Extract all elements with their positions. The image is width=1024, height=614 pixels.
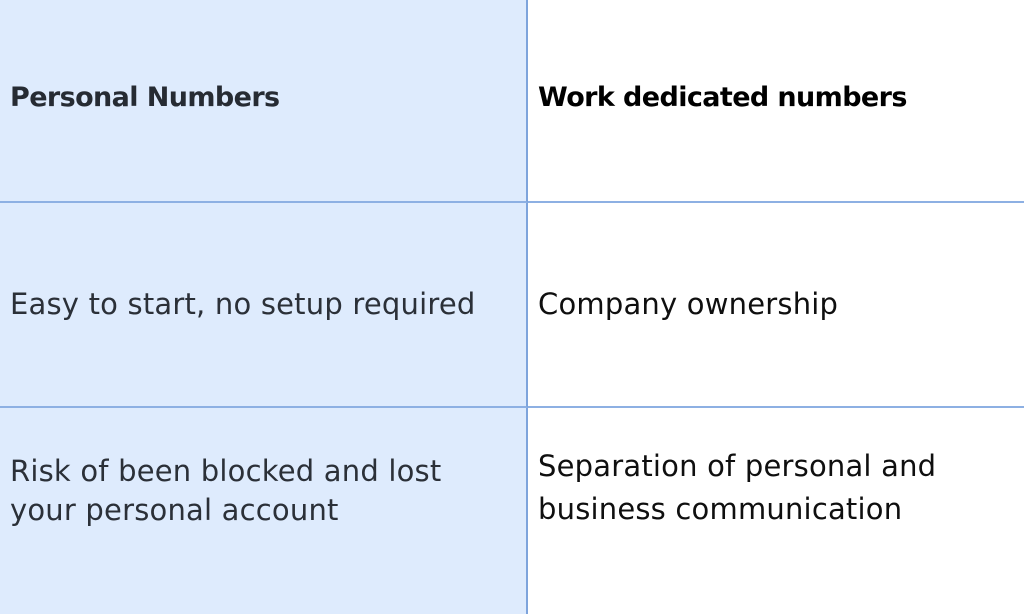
table-row-1-work: Company ownership	[528, 203, 1024, 408]
header-cell-work: Work dedicated numbers	[528, 0, 1024, 203]
table-row-2-work: Separation of personal and business comm…	[528, 408, 1024, 614]
table-row-2-personal: Risk of been blocked and lost your perso…	[0, 408, 528, 614]
cell-text: Separation of personal and business comm…	[538, 449, 937, 526]
cell-text: Easy to start, no setup required	[10, 287, 476, 321]
column-header-work-numbers: Work dedicated numbers	[538, 82, 907, 113]
table-row-1-personal: Easy to start, no setup required	[0, 203, 528, 408]
column-header-personal-numbers: Personal Numbers	[10, 82, 280, 113]
header-cell-personal: Personal Numbers	[0, 0, 528, 203]
cell-text: Company ownership	[538, 287, 839, 321]
cell-text: Risk of been blocked and lost your perso…	[10, 454, 442, 527]
